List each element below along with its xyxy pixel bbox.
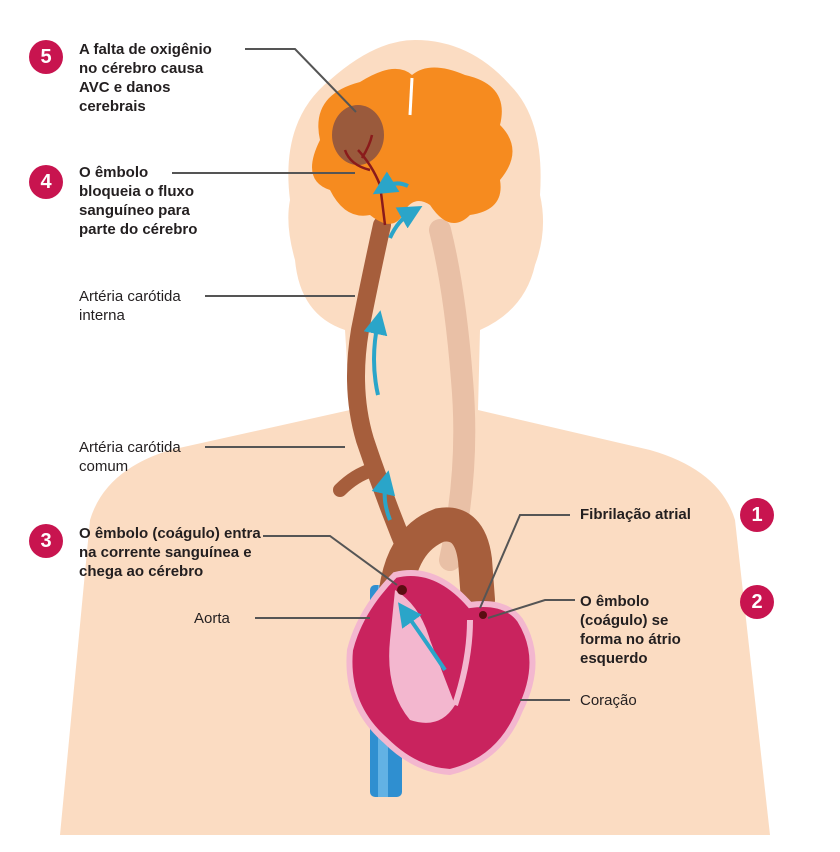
step-3-text: O êmbolo (coágulo) entra na corrente san… <box>79 525 261 580</box>
flow-arrow-neck <box>363 310 388 396</box>
step-4-badge: 4 <box>29 165 63 199</box>
step-2-badge: 2 <box>740 585 774 619</box>
step-3-badge: 3 <box>29 524 63 558</box>
atrium-clot <box>479 611 487 619</box>
flow-arrow-brain <box>372 171 409 195</box>
leader-lines <box>172 48 575 701</box>
heart-label: Coração <box>580 692 637 709</box>
step-4-text: O êmbolo bloqueia o fluxo sanguíneo para… <box>79 164 198 238</box>
right-carotid-artery <box>429 219 476 571</box>
step-5-badge: 5 <box>29 40 63 74</box>
step-2-text: O êmbolo (coágulo) se forma no átrio esq… <box>580 593 681 667</box>
aortic-arch <box>378 507 495 617</box>
carotid-artery <box>347 216 419 569</box>
flow-arrow-brain-entry <box>388 206 423 239</box>
step-1-text: Fibrilação atrial <box>580 506 691 523</box>
body-silhouette <box>60 40 770 835</box>
aorta-label: Aorta <box>194 610 230 627</box>
common-carotid-label: Artéria carótida comum <box>79 439 181 475</box>
heart-septum <box>452 619 473 706</box>
step-1-badge: 1 <box>740 498 774 532</box>
affected-brain-area <box>332 105 384 165</box>
flow-arrow-heart <box>398 602 447 672</box>
embolus-clot <box>397 585 407 595</box>
brain-fissure <box>408 77 414 116</box>
internal-carotid-label: Artéria carótida interna <box>79 288 181 324</box>
step-5-text: A falta de oxigênio no cérebro causa AVC… <box>79 41 212 115</box>
flow-arrow-common <box>371 470 396 521</box>
carotid-branch <box>333 463 379 497</box>
